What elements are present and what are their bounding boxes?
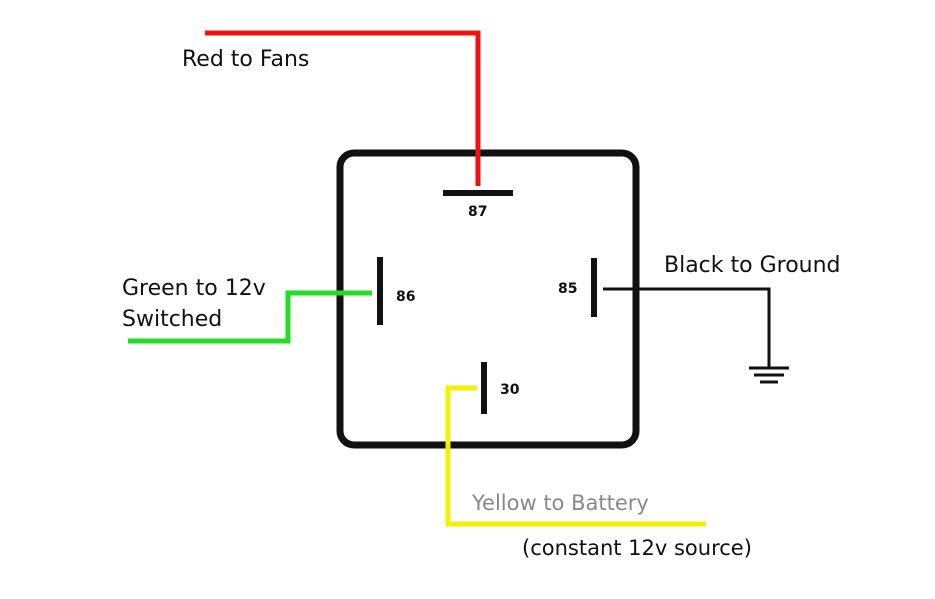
- pin-30-label: 30: [500, 382, 520, 398]
- relay-body: [336, 149, 640, 449]
- green-wire-label-line2: Switched: [122, 307, 222, 332]
- pin-86-label: 86: [396, 289, 415, 305]
- pin-85-label: 85: [558, 281, 577, 297]
- pin-87-label: 87: [468, 204, 487, 220]
- green-wire: [128, 290, 372, 344]
- green-wire-label-line1: Green to 12v: [122, 276, 266, 301]
- yellow-wire: [445, 385, 706, 527]
- yellow-wire-label: Yellow to Battery: [471, 491, 649, 515]
- ground-icon: [749, 366, 789, 384]
- red-wire: [205, 30, 481, 186]
- black-wire-label: Black to Ground: [664, 253, 841, 278]
- black-wire: [603, 287, 771, 368]
- red-wire-label: Red to Fans: [182, 47, 309, 72]
- source-label: (constant 12v source): [522, 536, 752, 560]
